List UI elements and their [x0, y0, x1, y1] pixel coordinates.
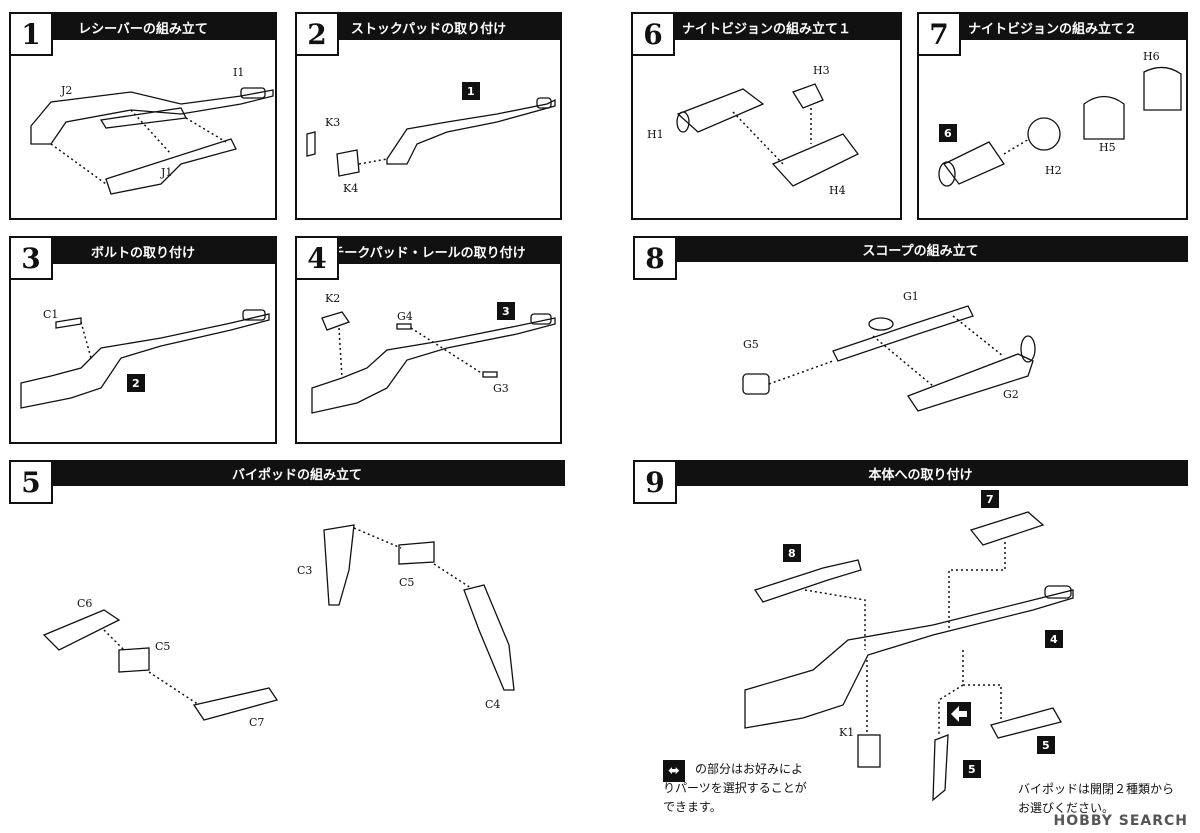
step-8-number: 8: [633, 236, 677, 280]
ref-tag: [127, 374, 145, 392]
part-label: G1: [903, 290, 919, 303]
step-6-panel: ナイトビジョンの組み立て１ 6 H3 H1 H4: [631, 12, 902, 220]
step-7-diagram: 6 H6 H2 H5: [938, 50, 1182, 187]
part-label: J1: [160, 166, 172, 179]
step-1-diagram: J2 I1 J1: [30, 66, 274, 195]
part-label: G4: [397, 310, 413, 323]
choice-note-line3: できます。: [663, 800, 722, 814]
step-4-number: 4: [295, 236, 339, 280]
part-label: I1: [233, 66, 244, 79]
step-8-diagram: G1 G5 G2: [742, 290, 1036, 412]
part-label: H6: [1143, 50, 1160, 63]
step-1-number: 1: [9, 12, 53, 56]
part-label: K4: [343, 182, 358, 195]
part-label: C5: [399, 576, 414, 589]
choice-note-line2: りパーツを選択することが: [663, 781, 807, 795]
step-5-diagram: C6 C5 C7 C3 C5 C4: [42, 524, 515, 729]
ref-tag: [963, 760, 981, 778]
bipod-note-line1: バイポッドは開閉２種類から: [1018, 782, 1175, 796]
step-5-number: 5: [9, 460, 53, 504]
ref-tag: [1037, 736, 1055, 754]
part-label: H3: [813, 64, 830, 77]
ref-tag-label: 8: [788, 547, 796, 560]
ref-tag-label: 5: [1042, 739, 1050, 752]
part-label: K3: [325, 116, 340, 129]
part-label: C6: [77, 597, 92, 610]
step-6-number: 6: [631, 12, 675, 56]
bipod-note: バイポッドは開閉２種類から お選びください。: [1018, 780, 1188, 818]
step-5-panel: バイポッドの組み立て 5 C6 C5 C7 C3 C5 C4: [9, 460, 565, 760]
step-2-header: ストックパッドの取り付け: [297, 14, 560, 40]
step-3-number: 3: [9, 236, 53, 280]
choice-arrow-icon: [947, 702, 971, 726]
ref-tag-label: 4: [1050, 633, 1058, 646]
part-label: C5: [155, 640, 170, 653]
part-label: H5: [1099, 141, 1116, 154]
step-2-title: ストックパッドの取り付け: [350, 21, 507, 37]
ref-tag: [497, 302, 515, 320]
watermark: HOBBY SEARCH: [1053, 813, 1188, 829]
step-6-diagram: H3 H1 H4: [647, 64, 859, 197]
step-4-header: チークパッド・レールの取り付け: [297, 238, 560, 264]
ref-tag: [1045, 630, 1063, 648]
step-5-title: バイポッドの組み立て: [231, 467, 362, 483]
ref-tag: [783, 544, 801, 562]
step-9-diagram: 8 7 4 5 5 K1: [744, 490, 1074, 802]
part-label: C1: [43, 308, 58, 321]
part-label: C4: [485, 698, 500, 711]
step-3-diagram: 2 C1: [20, 308, 270, 409]
step-4-diagram: 3 K2 G4 G3: [311, 292, 556, 414]
step-3-panel: ボルトの取り付け 3 2 C1: [9, 236, 277, 444]
part-label: C7: [249, 716, 264, 729]
choice-note: の部分はお好みによ りパーツを選択することが できます。: [663, 760, 853, 817]
part-label: K1: [839, 726, 854, 739]
step-3-header: ボルトの取り付け: [11, 238, 275, 264]
part-label: G3: [493, 382, 509, 395]
choice-note-line1: の部分はお好みによ: [695, 762, 804, 776]
part-label: J2: [60, 84, 72, 97]
ref-tag-label: 5: [968, 763, 976, 776]
part-label: H4: [829, 184, 846, 197]
step-2-number: 2: [295, 12, 339, 56]
step-6-title: ナイトビジョンの組み立て１: [681, 21, 851, 37]
step-7-header: ナイトビジョンの組み立て２: [919, 14, 1186, 40]
step-6-header: ナイトビジョンの組み立て１: [633, 14, 900, 40]
step-9-header: 本体への取り付け: [653, 460, 1188, 486]
step-7-title: ナイトビジョンの組み立て２: [967, 21, 1137, 37]
step-9-number: 9: [633, 460, 677, 504]
ref-tag-label: 7: [986, 493, 994, 506]
choice-legend-icon: ⬌: [663, 760, 685, 782]
step-7-panel: ナイトビジョンの組み立て２ 7 6 H6 H2 H5: [917, 12, 1188, 220]
step-9-panel: 本体への取り付け 9 8 7 4 5 5: [633, 460, 1188, 825]
step-7-number: 7: [917, 12, 961, 56]
step-2-diagram: 1 K3 K4: [306, 82, 556, 195]
ref-tag: [981, 490, 999, 508]
step-3-title: ボルトの取り付け: [90, 245, 195, 261]
ref-tag-label: 6: [944, 127, 952, 140]
step-1-panel: レシーバーの組み立て 1 J2 I1 J1: [9, 12, 277, 220]
bipod-note-line2: お選びください。: [1018, 801, 1115, 815]
step-8-title: スコープの組み立て: [862, 243, 979, 259]
step-1-header: レシーバーの組み立て: [11, 14, 275, 40]
ref-tag-label: 2: [132, 377, 140, 390]
step-1-title: レシーバーの組み立て: [78, 21, 208, 37]
ref-tag-label: 3: [502, 305, 510, 318]
part-label: C3: [297, 564, 312, 577]
part-label: H1: [647, 128, 664, 141]
step-8-panel: スコープの組み立て 8 G1 G5 G2: [633, 236, 1188, 446]
part-label: G5: [743, 338, 759, 351]
ref-tag-label: 1: [467, 85, 475, 98]
part-label: K2: [325, 292, 340, 305]
step-4-panel: チークパッド・レールの取り付け 4 3 K2 G4 G3: [295, 236, 562, 444]
step-8-header: スコープの組み立て: [653, 236, 1188, 262]
step-2-panel: ストックパッドの取り付け 2 1 K3 K4: [295, 12, 562, 220]
part-label: H2: [1045, 164, 1062, 177]
ref-tag: [939, 124, 957, 142]
ref-tag: [462, 82, 480, 100]
step-5-header: バイポッドの組み立て: [29, 460, 565, 486]
step-9-title: 本体への取り付け: [868, 467, 973, 483]
part-label: G2: [1003, 388, 1019, 401]
step-4-title: チークパッド・レールの取り付け: [331, 245, 526, 261]
